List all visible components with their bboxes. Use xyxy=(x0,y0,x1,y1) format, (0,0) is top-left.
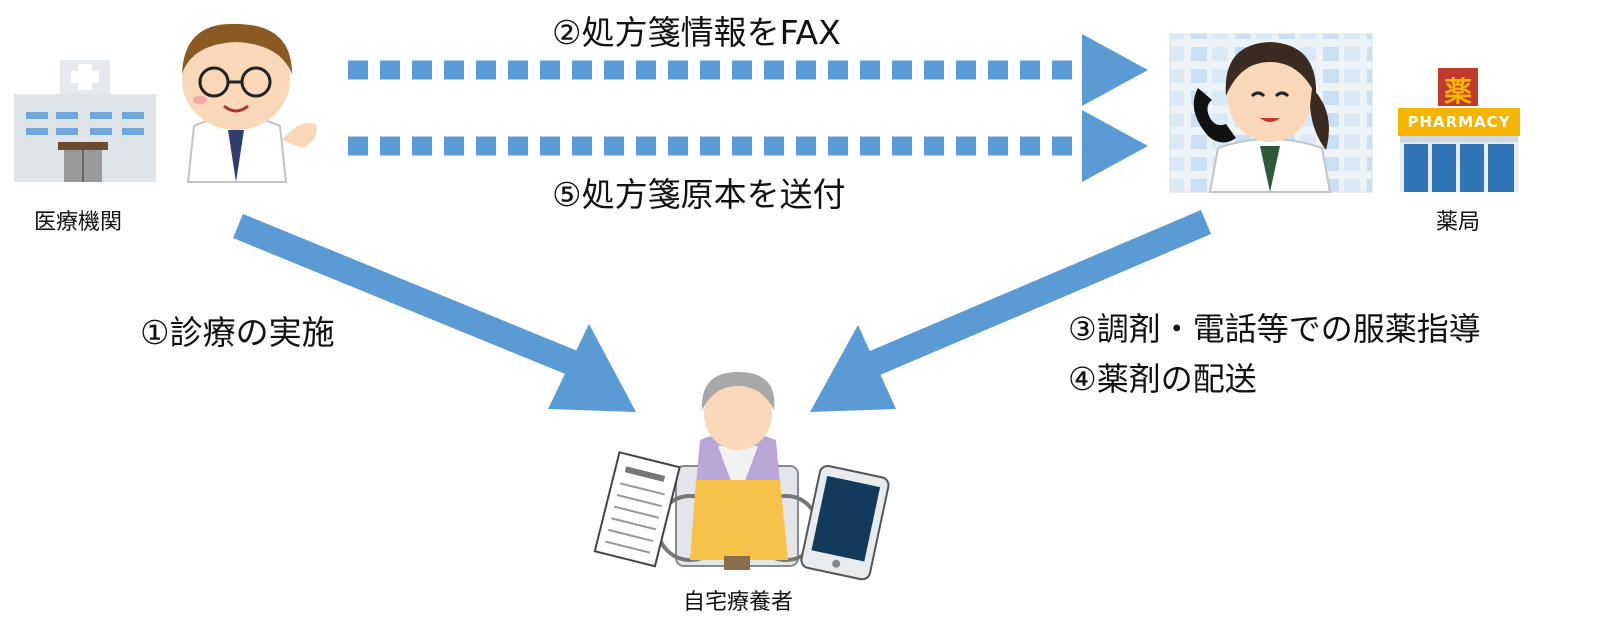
patient-in-wheelchair-icon xyxy=(656,372,820,570)
pharmacy-sign-mark: 薬 xyxy=(1443,75,1472,108)
edge-step34-arrow xyxy=(810,210,1212,412)
edge-step4-label: ④薬剤の配送 xyxy=(1068,360,1257,398)
pharmacy-sign-text: PHARMACY xyxy=(1407,113,1511,131)
tablet-device-icon xyxy=(800,464,890,581)
pharmacy-store-icon xyxy=(1398,68,1520,192)
hospital-label: 医療機関 xyxy=(34,210,123,235)
edge-step2-arrow xyxy=(348,34,1148,106)
edge-step5-label: ⑤処方箋原本を送付 xyxy=(552,175,846,214)
edge-step2-label: ②処方箋情報をFAX xyxy=(552,13,841,52)
doctor-icon xyxy=(182,23,317,183)
edge-step5-arrow xyxy=(348,110,1148,182)
hospital-building-icon xyxy=(14,60,156,182)
edge-step3-label: ③調剤・電話等での服薬指導 xyxy=(1068,310,1481,348)
pharmacy-label: 薬局 xyxy=(1436,210,1481,235)
prescription-document-icon xyxy=(593,451,681,568)
edge-step1-label: ①診療の実施 xyxy=(140,313,335,352)
patient-label: 自宅療養者 xyxy=(683,590,794,615)
pharmacist-on-phone-icon xyxy=(1169,33,1373,193)
edge-step1-arrow xyxy=(233,213,636,412)
